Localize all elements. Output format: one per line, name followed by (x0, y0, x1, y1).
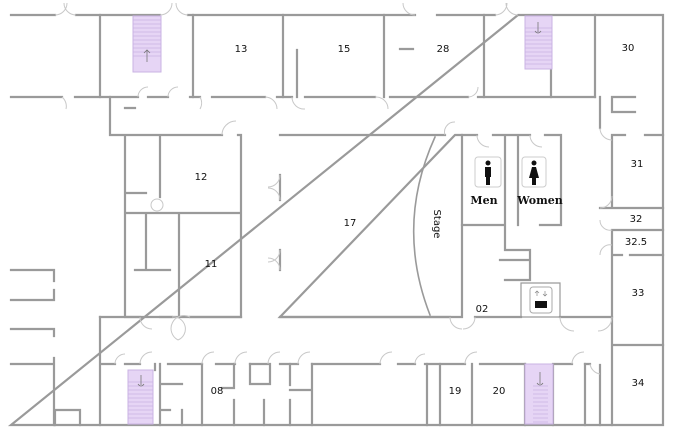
women-restroom-icon (521, 156, 547, 188)
walls (7, 13, 665, 427)
room-11-label: 11 (205, 259, 218, 270)
room-17-label: 17 (344, 218, 357, 229)
men-restroom-label: Men (470, 194, 497, 207)
room-32-label: 32 (630, 214, 643, 225)
room-19-label: 19 (449, 386, 462, 397)
room-31-label: 31 (631, 159, 644, 170)
women-restroom-label: Women (516, 194, 562, 207)
stage-label: Stage (431, 210, 442, 239)
room-13-label: 13 (235, 44, 248, 55)
room-34-label: 34 (632, 378, 645, 389)
elevator-icon (529, 286, 553, 314)
drain-symbol (150, 198, 164, 212)
men-restroom-icon (474, 156, 502, 188)
room-33-label: 33 (632, 288, 645, 299)
room-02-label: 02 (476, 304, 489, 315)
stairs-icon (127, 15, 554, 425)
room-15-label: 15 (338, 44, 351, 55)
room-08-label: 08 (211, 386, 224, 397)
room-20-label: 20 (493, 386, 506, 397)
room-32-5-label: 32.5 (625, 237, 647, 248)
room-labels: 13 15 28 30 12 11 17 Stage Men Women 31 … (195, 43, 648, 397)
room-12-label: 12 (195, 172, 208, 183)
room-30-label: 30 (622, 43, 635, 54)
door-swings (54, 2, 613, 375)
room-28-label: 28 (437, 44, 450, 55)
